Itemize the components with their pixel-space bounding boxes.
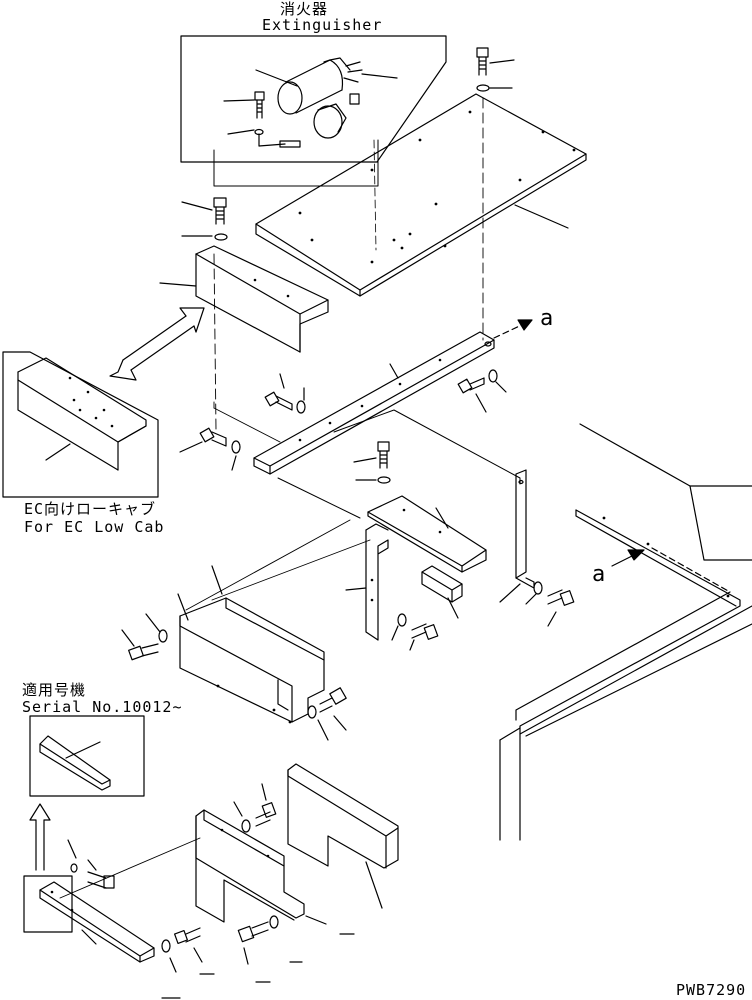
drawing-code: PWB7290 [676, 981, 747, 999]
lower-bolts [162, 784, 354, 998]
mid-bolts [392, 582, 574, 650]
view-arrow-lower-icon [612, 550, 644, 566]
serial-label-ja: 適用号機 [22, 681, 87, 699]
lower-center-bracket [196, 810, 304, 922]
serial-label-en: Serial No.10012~ [22, 698, 183, 716]
ec-low-cab-inset [3, 352, 158, 497]
view-arrow-letter-lower: a [592, 562, 607, 587]
view-arrow-upper-icon [494, 320, 532, 338]
top-plate [256, 94, 586, 296]
rail-bolts [180, 370, 506, 470]
double-arrow-icon [110, 308, 204, 380]
vertical-stay [346, 524, 388, 640]
bolt-upper-left [182, 198, 227, 240]
block-piece [422, 566, 462, 618]
extinguisher-inset [181, 36, 446, 162]
extinguisher-label-ja: 消火器 [280, 0, 329, 18]
serial-inset [30, 716, 144, 796]
up-arrow-icon [30, 804, 50, 870]
bolt-middle [354, 442, 390, 483]
cab-body [500, 424, 752, 840]
support-rail [214, 332, 494, 474]
lower-cover-plate [288, 764, 398, 908]
ec-low-cab-label-en: For EC Low Cab [24, 518, 165, 536]
right-vertical-stay [500, 470, 534, 602]
mid-bracket [368, 496, 486, 572]
top-bolt-right [477, 48, 514, 340]
extinguisher-label-en: Extinguisher [262, 16, 383, 34]
angle-bracket [160, 246, 328, 430]
view-arrow-letter-upper: a [540, 306, 555, 331]
bottom-rail [24, 838, 200, 962]
ec-low-cab-label-ja: EC向けローキャブ [24, 500, 157, 518]
lower-plate [178, 520, 370, 724]
lower-plate-bolts [122, 614, 346, 740]
extinguisher-icon [278, 82, 302, 114]
